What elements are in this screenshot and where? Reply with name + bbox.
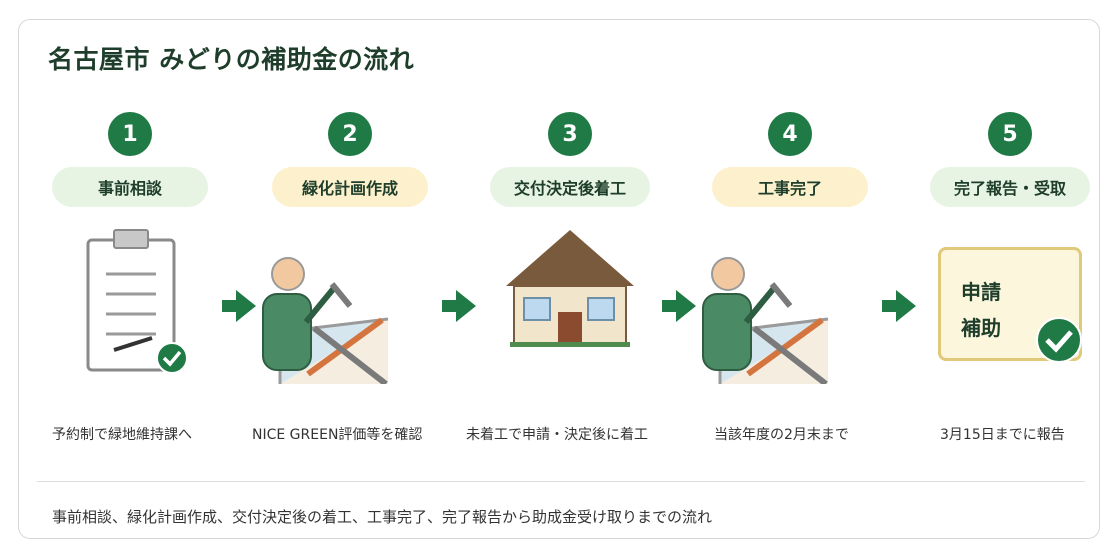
step-caption: 予約制で緑地維持課へ: [52, 427, 192, 443]
worker-icon: [702, 257, 829, 384]
arrow-right-icon: [882, 290, 916, 322]
step-label: 完了報告・受取: [930, 167, 1090, 207]
step-number: 1: [108, 112, 152, 156]
application-line-2: 補助: [961, 316, 1001, 340]
step-label: 交付決定後着工: [490, 167, 650, 207]
application-card: 申請 補助: [938, 247, 1082, 363]
step-number: 4: [768, 112, 812, 156]
step-label: 工事完了: [712, 167, 868, 207]
worker-icon: [262, 257, 389, 384]
clipboard-icon: [86, 229, 188, 374]
check-icon: [1036, 317, 1082, 363]
step-caption: 3月15日までに報告: [940, 427, 1065, 443]
step-caption: 当該年度の2月末まで: [714, 427, 849, 443]
divider: [37, 481, 1085, 482]
house-icon: [506, 230, 634, 347]
application-line-1: 申請: [961, 280, 1001, 304]
step-number: 5: [988, 112, 1032, 156]
step-label: 事前相談: [52, 167, 208, 207]
step-label: 緑化計画作成: [272, 167, 428, 207]
step-number: 3: [548, 112, 592, 156]
arrow-right-icon: [662, 290, 696, 322]
step-number: 2: [328, 112, 372, 156]
step-caption: NICE GREEN評価等を確認: [252, 427, 423, 443]
step-caption: 未着工で申請・決定後に着工: [466, 427, 648, 443]
check-icon: [156, 342, 188, 374]
footer-description: 事前相談、緑化計画作成、交付決定後の着工、工事完了、完了報告から助成金受け取りま…: [52, 508, 713, 526]
arrow-right-icon: [222, 290, 256, 322]
page-title: 名古屋市 みどりの補助金の流れ: [48, 45, 415, 74]
arrow-right-icon: [442, 290, 476, 322]
